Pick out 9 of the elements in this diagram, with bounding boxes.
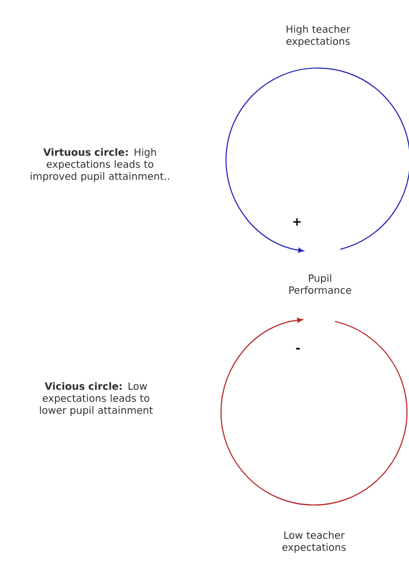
- polarity-sign: +: [290, 217, 304, 227]
- polarity-sign: -: [294, 346, 302, 354]
- node-label: Pupil Performance: [289, 274, 352, 294]
- node-label: High teacher expectations: [286, 25, 350, 47]
- loop-arrow: [220, 318, 314, 506]
- node-label: Low teacher expectations: [282, 531, 346, 553]
- loop-arrow: [225, 67, 318, 253]
- description-text: Virtuous circle: High expectations leads to improved pupil attainment..: [30, 148, 170, 182]
- description-text: Vicious circle: Low expectations leads to lower pupil attainment: [40, 382, 153, 416]
